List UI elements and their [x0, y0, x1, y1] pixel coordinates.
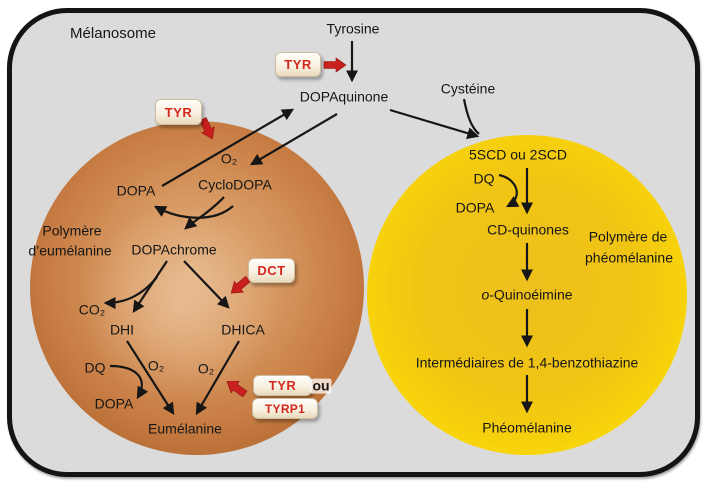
label-dhi: DHI — [109, 321, 135, 338]
label-dopachrome: DOPAchrome — [131, 241, 217, 258]
label-tyrosine: Tyrosine — [326, 20, 380, 37]
label-co2: CO₂ — [78, 301, 106, 318]
label-dq-left: DQ — [84, 359, 106, 376]
label-o2-top: O₂ — [220, 150, 238, 167]
label-benzothiazine-intermediates: Intermédiaires de 1,4-benzothiazine — [415, 354, 639, 371]
label-dopa-upper: DOPA — [116, 182, 156, 199]
label-5scd-2scd: 5SCD ou 2SCD — [468, 146, 568, 163]
label-cyclodopa: CycloDOPA — [198, 176, 272, 193]
label-eumelanin-polymer-line1: Polymère — [42, 222, 102, 239]
label-o-quinoeimine: o-Quinoéimine — [481, 286, 573, 303]
label-o2-left: O₂ — [147, 357, 165, 374]
label-dopa-bottom: DOPA — [94, 395, 134, 412]
label-eumelanin: Eumélanine — [148, 420, 222, 437]
label-ou: ou — [310, 377, 332, 394]
label-pheomelanin-polymer-line2: phéomélanine — [585, 249, 673, 266]
dct-badge: DCT — [248, 258, 295, 283]
label-o-quinoeimine-prefix: o — [481, 286, 490, 303]
tyr-badge-top: TYR — [275, 52, 321, 77]
label-dhica: DHICA — [221, 321, 265, 338]
label-dopa-right: DOPA — [455, 199, 495, 216]
tyr-badge-membrane: TYR — [155, 99, 202, 125]
label-cysteine: Cystéine — [440, 80, 496, 97]
label-cd-quinones: CD-quinones — [487, 221, 569, 238]
label-dopaquinone: DOPAquinone — [299, 88, 389, 105]
tyrp1-badge: TYRP1 — [252, 398, 318, 419]
label-pheomelanin-polymer-line1: Polymère de — [588, 228, 668, 245]
label-dq-right: DQ — [473, 170, 495, 187]
melanosome-title: Mélanosome — [70, 25, 156, 43]
label-o2-right: O₂ — [197, 360, 215, 377]
label-o-quinoeimine-rest: -Quinoéimine — [489, 286, 573, 303]
label-pheomelanin: Phéomélanine — [482, 419, 572, 436]
label-eumelanin-polymer-line2: d’eumélanine — [28, 242, 112, 259]
tyr-badge-bottom: TYR — [253, 375, 312, 396]
